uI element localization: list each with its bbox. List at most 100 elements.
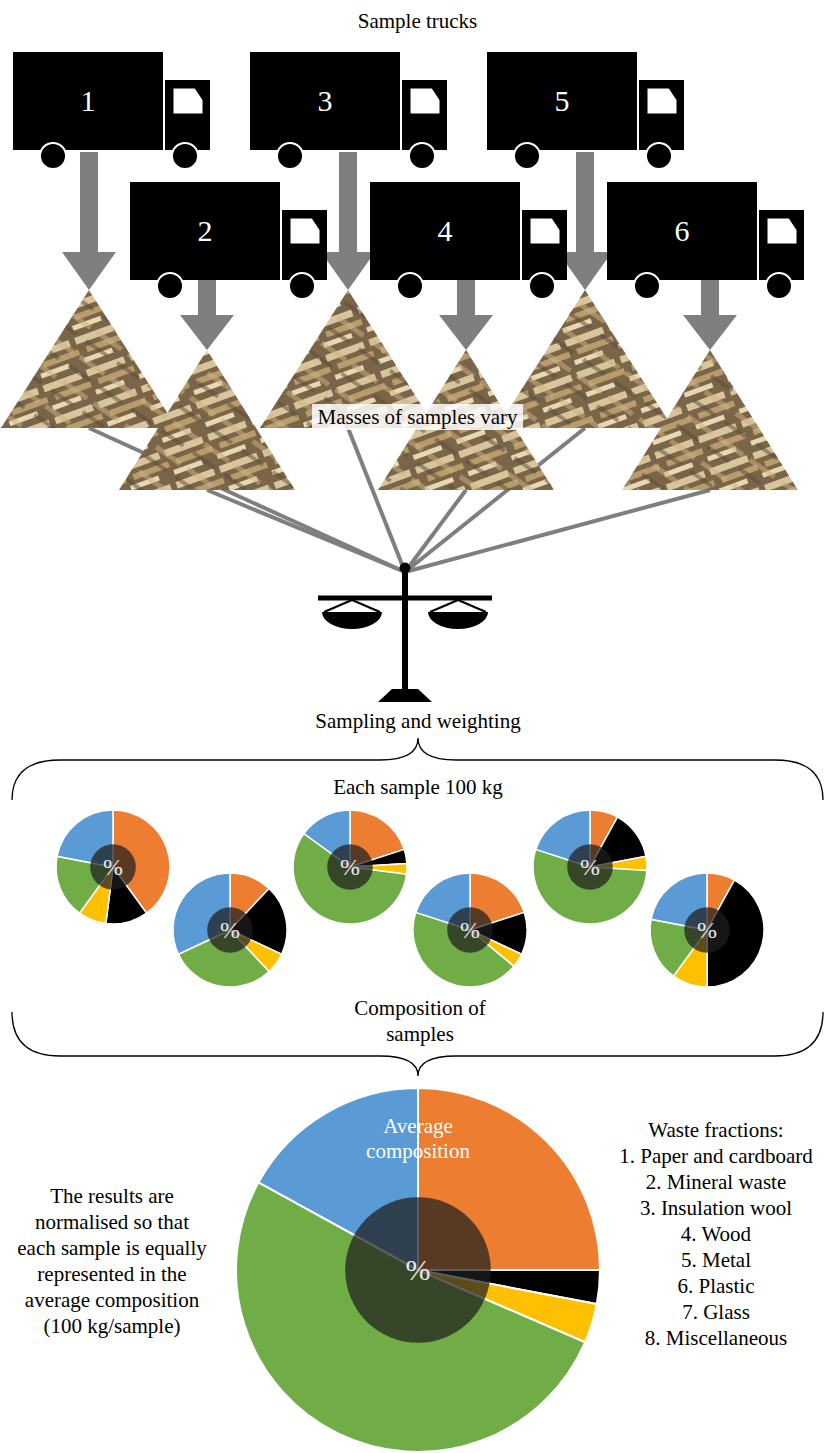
pie-label: % [56, 810, 170, 924]
waste-pile [1, 290, 177, 428]
pie-slices [293, 810, 407, 924]
scale-leader-lines [405, 490, 710, 572]
truck-window [173, 88, 203, 114]
truck-wheel [289, 273, 315, 299]
curly-bracket [12, 738, 823, 800]
truck-cab [522, 210, 567, 280]
pie-slices [533, 810, 647, 924]
truck-wheel [157, 273, 183, 299]
weighing-scale [324, 600, 352, 612]
truck-cab [759, 210, 804, 280]
truck-body [13, 52, 163, 150]
annotation: Waste fractions: [600, 1117, 832, 1143]
waste-pile [622, 350, 798, 490]
truck-window [410, 88, 440, 114]
fraction-item: 8. Miscellaneous [600, 1325, 832, 1351]
truck-wheel [646, 143, 672, 169]
waste-pile [1, 290, 177, 428]
curly-bracket [12, 738, 823, 1076]
title-box: Sample trucks [0, 8, 835, 34]
truck-window [530, 218, 560, 244]
label-box: Each sample 100 kg [278, 774, 558, 800]
annotation: Masses of samples vary [312, 404, 522, 430]
truck-shape: 6 [607, 182, 807, 300]
truck-outline [487, 52, 687, 170]
pie-chart: % [56, 810, 170, 924]
label-box: Sampling and weighting [258, 708, 578, 734]
title: Sample trucks [0, 8, 835, 34]
label-box: 6. Plastic [600, 1273, 832, 1299]
fraction-item: 2. Mineral waste [600, 1169, 832, 1195]
pie-label: % [293, 810, 407, 924]
label-box: The results are normalised so that each … [14, 1183, 210, 1339]
truck-arrows [180, 280, 234, 350]
pie-chart: % [293, 810, 407, 924]
pie-slices [173, 873, 287, 987]
truck-outline [607, 182, 807, 300]
label-box: 4. Wood [600, 1221, 832, 1247]
truck-body [487, 52, 637, 150]
truck-wheel [409, 143, 435, 169]
pie-slice [236, 1182, 585, 1452]
truck-body [607, 182, 757, 280]
pie-label: % [173, 873, 287, 987]
pie-label: % [533, 810, 647, 924]
truck-body [250, 52, 400, 150]
truck-shape: 4 [370, 182, 570, 300]
truck-shape: 2 [130, 182, 330, 300]
pie-label: % [650, 873, 764, 987]
truck-window [767, 218, 797, 244]
pie-slices [236, 1088, 600, 1452]
truck-cab [639, 80, 684, 150]
truck-shape: 5 [487, 52, 687, 170]
pie-chart: % [533, 810, 647, 924]
truck-wheel [397, 273, 423, 299]
truck-arrows [683, 280, 737, 350]
waste-pile [622, 350, 798, 490]
truck-body [370, 182, 520, 280]
truck-wheel [766, 273, 792, 299]
waste-pile [1, 290, 798, 490]
truck-number: 4 [370, 182, 520, 280]
weighing-scale [352, 600, 380, 612]
weighing-scale [430, 600, 458, 612]
truck-outline [130, 182, 330, 300]
truck-arrows [62, 152, 116, 290]
fraction-item: 6. Plastic [600, 1273, 832, 1299]
waste-pile [497, 290, 673, 428]
weighing-scale [318, 596, 492, 601]
truck-wheel [529, 273, 555, 299]
label-box: Masses of samples vary [280, 404, 555, 430]
truck-wheel [40, 143, 66, 169]
truck-window [647, 88, 677, 114]
pie-label: % [413, 873, 527, 987]
weighing-scale [378, 689, 432, 702]
truck-cab [282, 210, 327, 280]
pie-slices [413, 873, 527, 987]
waste-pile [119, 350, 295, 490]
fraction-item: 7. Glass [600, 1299, 832, 1325]
waste-pile [119, 350, 295, 490]
truck-number: 5 [487, 52, 637, 150]
pie-chart: % [173, 873, 287, 987]
annotation: Each sample 100 kg [278, 774, 558, 800]
pie-chart: % [650, 873, 764, 987]
weighing-scale [402, 570, 408, 694]
truck-wheel [634, 273, 660, 299]
label-box: 2. Mineral waste [600, 1169, 832, 1195]
truck-wheel [277, 143, 303, 169]
truck-number: 1 [13, 52, 163, 150]
truck-wheel [172, 143, 198, 169]
weighing-scale [322, 612, 382, 629]
label-box: 3. Insulation wool [600, 1195, 832, 1221]
truck-arrows [321, 152, 375, 290]
fraction-item: 4. Wood [600, 1221, 832, 1247]
truck-wheel [514, 143, 540, 169]
weighing-scale [458, 600, 486, 612]
truck-cab [402, 80, 447, 150]
pie-slices [650, 873, 764, 987]
label-box: Composition of samples [330, 995, 510, 1047]
truck-outline [370, 182, 570, 300]
pie-centre [345, 1197, 491, 1343]
